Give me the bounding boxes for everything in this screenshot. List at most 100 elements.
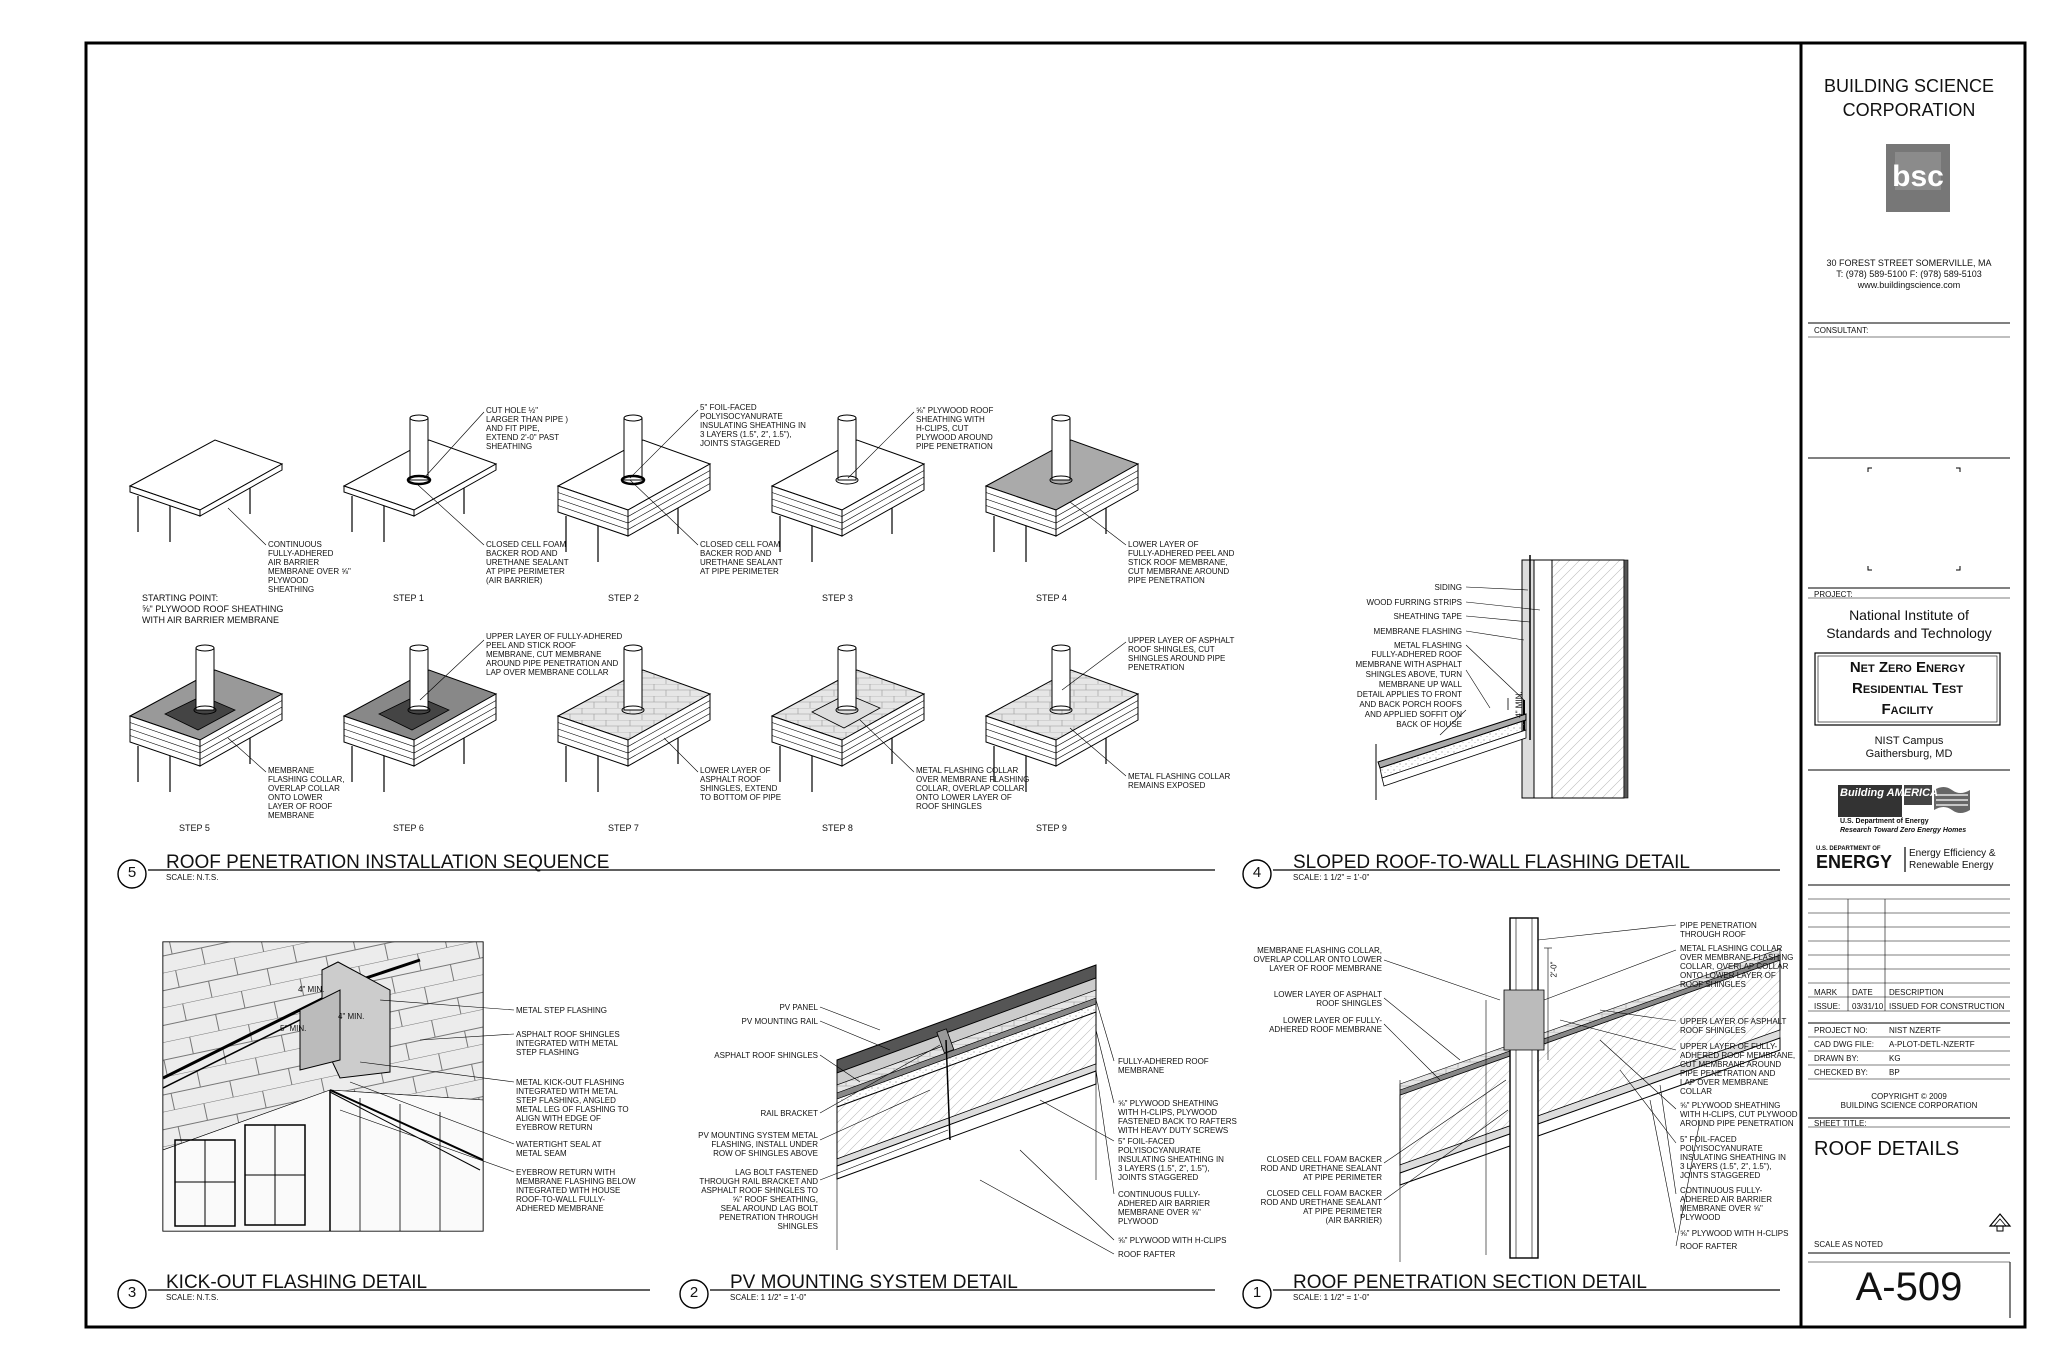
detail1-scale: SCALE: 1 1/2" = 1'-0" <box>1293 1293 1370 1302</box>
detail1-right-label-line: COLLAR <box>1680 1087 1713 1096</box>
leader-line <box>1383 1109 1509 1201</box>
note-step5-collar-line: OVERLAP COLLAR <box>268 784 340 793</box>
detail1-left-label-line: LOWER LAYER OF FULLY- <box>1283 1016 1382 1025</box>
detail2-right-label-line: 5" FOIL-FACED <box>1118 1137 1175 1146</box>
detail1-right-label-line: COLLAR, OVERLAP COLLAR <box>1680 962 1789 971</box>
building-america-sub: U.S. Department of Energy <box>1840 818 1929 825</box>
note-step8-flashing-collar-line: COLLAR, OVERLAP COLLAR <box>916 784 1025 793</box>
note-step3-plywood-line: PIPE PENETRATION <box>916 442 993 451</box>
detail2-left-label-line: SEAL AROUND LAG BOLT <box>720 1204 818 1213</box>
detail1-right-label-line: POLYISOCYANURATE <box>1680 1144 1763 1153</box>
eere-line2: Renewable Energy <box>1909 860 1994 871</box>
sequence-box <box>342 644 498 792</box>
detail1-right-label-line: 5" FOIL-FACED <box>1680 1135 1737 1144</box>
info-label-checked-by: CHECKED BY: <box>1814 1068 1868 1077</box>
note-step8-flashing-collar-line: OVER MEMBRANE FLASHING <box>916 775 1030 784</box>
detail1-left-label-line: ROD AND URETHANE SEALANT <box>1260 1198 1382 1207</box>
note-step7-shingles-line: TO BOTTOM OF PIPE <box>700 793 782 802</box>
detail2-right-label-line: PLYWOOD <box>1118 1217 1159 1226</box>
detail2-right-label-line: WITH H-CLIPS, PLYWOOD <box>1118 1108 1217 1117</box>
step9-label: STEP 9 <box>1036 823 1067 833</box>
detail3-label-line: METAL KICK-OUT FLASHING <box>516 1078 625 1087</box>
detail1-right-label: ROOF RAFTER <box>1680 1242 1737 1251</box>
detail5-scale: SCALE: N.T.S. <box>166 873 219 882</box>
pv-mounting-drawing <box>836 964 1097 1250</box>
detail1-right-label: ⅝" PLYWOOD WITH H-CLIPS <box>1680 1229 1788 1238</box>
leader-line <box>1465 630 1525 641</box>
note-step4-membrane-line: STICK ROOF MEMBRANE, <box>1128 558 1228 567</box>
kick-out-leaders <box>339 999 515 1173</box>
leader-line <box>1465 615 1531 623</box>
note-step2-foam-backer-line: CLOSED CELL FOAM <box>700 540 781 549</box>
detail1-right-label-line: ONTO LOWER LAYER OF <box>1680 971 1776 980</box>
leader-line <box>819 1054 861 1083</box>
project-name-line1: National Institute of <box>1849 607 1969 623</box>
detail3-label-line: ROOF-TO-WALL FULLY- <box>516 1195 606 1204</box>
sheet-number: A-509 <box>1855 1265 1963 1309</box>
leader-line <box>1069 727 1127 777</box>
roof-penetration-sequence-drawings <box>128 409 1140 792</box>
rev-row-date: 03/31/10 <box>1852 1002 1884 1011</box>
detail1-right-label: UPPER LAYER OF FULLY-ADHERED ROOF MEMBRA… <box>1680 1042 1795 1096</box>
detail2-right-label-line: ROOF RAFTER <box>1118 1250 1176 1259</box>
detail2-left-label-line: PV MOUNTING SYSTEM METAL <box>698 1131 818 1140</box>
consultant-label: CONSULTANT: <box>1814 326 1869 335</box>
detail2-right-label-line: CONTINUOUS FULLY- <box>1118 1190 1201 1199</box>
firm-phone: T: (978) 589-5100 F: (978) 589-5103 <box>1836 269 1982 279</box>
detail3-label-line: STEP FLASHING <box>516 1048 579 1057</box>
leader-line <box>1383 1079 1507 1164</box>
note-step5-collar-line: MEMBRANE <box>268 766 315 775</box>
detail1-left-label-line: CLOSED CELL FOAM BACKER <box>1266 1189 1382 1198</box>
detail3-label-line: METAL SEAM <box>516 1149 567 1158</box>
leader-line <box>819 1129 949 1181</box>
detail3-label-line: WATERTIGHT SEAL AT <box>516 1140 602 1149</box>
detail2-left-label: PV MOUNTING RAIL <box>668 1017 818 1026</box>
leader-line <box>1095 999 1115 1062</box>
note-step1-cut-hole: CUT HOLE ½"LARGER THAN PIPE )AND FIT PIP… <box>486 406 568 451</box>
leader-line <box>227 507 267 546</box>
detail1-right-label-line: UPPER LAYER OF ASPHALT <box>1680 1017 1787 1026</box>
detail1-left-label-line: CLOSED CELL FOAM BACKER <box>1266 1155 1382 1164</box>
detail3-dimension: 4" MIN. <box>298 985 325 994</box>
detail1-left-label-line: ROOF SHINGLES <box>1316 999 1382 1008</box>
step2-label: STEP 2 <box>608 593 639 603</box>
note-step2-insulation-line: POLYISOCYANURATE <box>700 412 783 421</box>
eere-text: Energy Efficiency & Renewable Energy <box>1909 848 1996 872</box>
detail2-left-label-line: ROW OF SHINGLES ABOVE <box>713 1149 818 1158</box>
copyright-line1: COPYRIGHT © 2009 <box>1871 1092 1947 1101</box>
firm-website-link[interactable]: www.buildingscience.com <box>1857 280 1961 290</box>
detail2-left-label-line: PV PANEL <box>779 1003 818 1012</box>
leader-line <box>339 1109 515 1173</box>
note-step2-insulation-line: 3 LAYERS (1.5", 2", 1.5"), <box>700 430 792 439</box>
detail2-left-label: ASPHALT ROOF SHINGLES <box>668 1051 818 1060</box>
roof-to-wall-flashing-drawing <box>1375 555 1629 800</box>
note-step1-cut-hole-line: EXTEND 2'-0" PAST <box>486 433 560 442</box>
detail1-right-label-line: LAP OVER MEMBRANE <box>1680 1078 1769 1087</box>
leader-line <box>1649 1099 1677 1234</box>
detail1-right-label-line: AROUND PIPE PENETRATION <box>1680 1119 1794 1128</box>
note-step8-flashing-collar-line: ROOF SHINGLES <box>916 802 982 811</box>
leader-line <box>1039 1099 1115 1142</box>
leader-line <box>1543 949 1677 1001</box>
copyright-line2: BUILDING SCIENCE CORPORATION <box>1840 1101 1978 1110</box>
note-step9-exposed-line: METAL FLASHING COLLAR <box>1128 772 1231 781</box>
detail1-right-label-line: ADHERED AIR BARRIER <box>1680 1195 1773 1204</box>
note-step1-foam-backer-line: BACKER ROD AND <box>486 549 558 558</box>
detail1-right-label-line: ⅝" PLYWOOD WITH H-CLIPS <box>1680 1229 1789 1238</box>
detail4-label: SHEATHING TAPE <box>1393 612 1462 621</box>
scale-note: SCALE AS NOTED <box>1814 1240 1883 1249</box>
detail4-label: AND BACK PORCH ROOFS <box>1359 700 1462 709</box>
note-step9-shingles-line: PENETRATION <box>1128 663 1185 672</box>
note-step7-shingles-line: SHINGLES, EXTEND <box>700 784 778 793</box>
detail3-label-line: STEP FLASHING, ANGLED <box>516 1096 616 1105</box>
rev-header-description: DESCRIPTION <box>1889 988 1944 997</box>
detail4-label: AND APPLIED SOFFIT ON <box>1364 710 1462 719</box>
detail2-left-label-line: LAG BOLT FASTENED <box>735 1168 818 1177</box>
detail2-right-label-line: WITH HEAVY DUTY SCREWS <box>1118 1126 1229 1135</box>
rev-row-mark: ISSUE: <box>1814 1002 1841 1011</box>
detail2-left-label: PV PANEL <box>668 1003 818 1012</box>
detail3-scale: SCALE: N.T.S. <box>166 1293 219 1302</box>
